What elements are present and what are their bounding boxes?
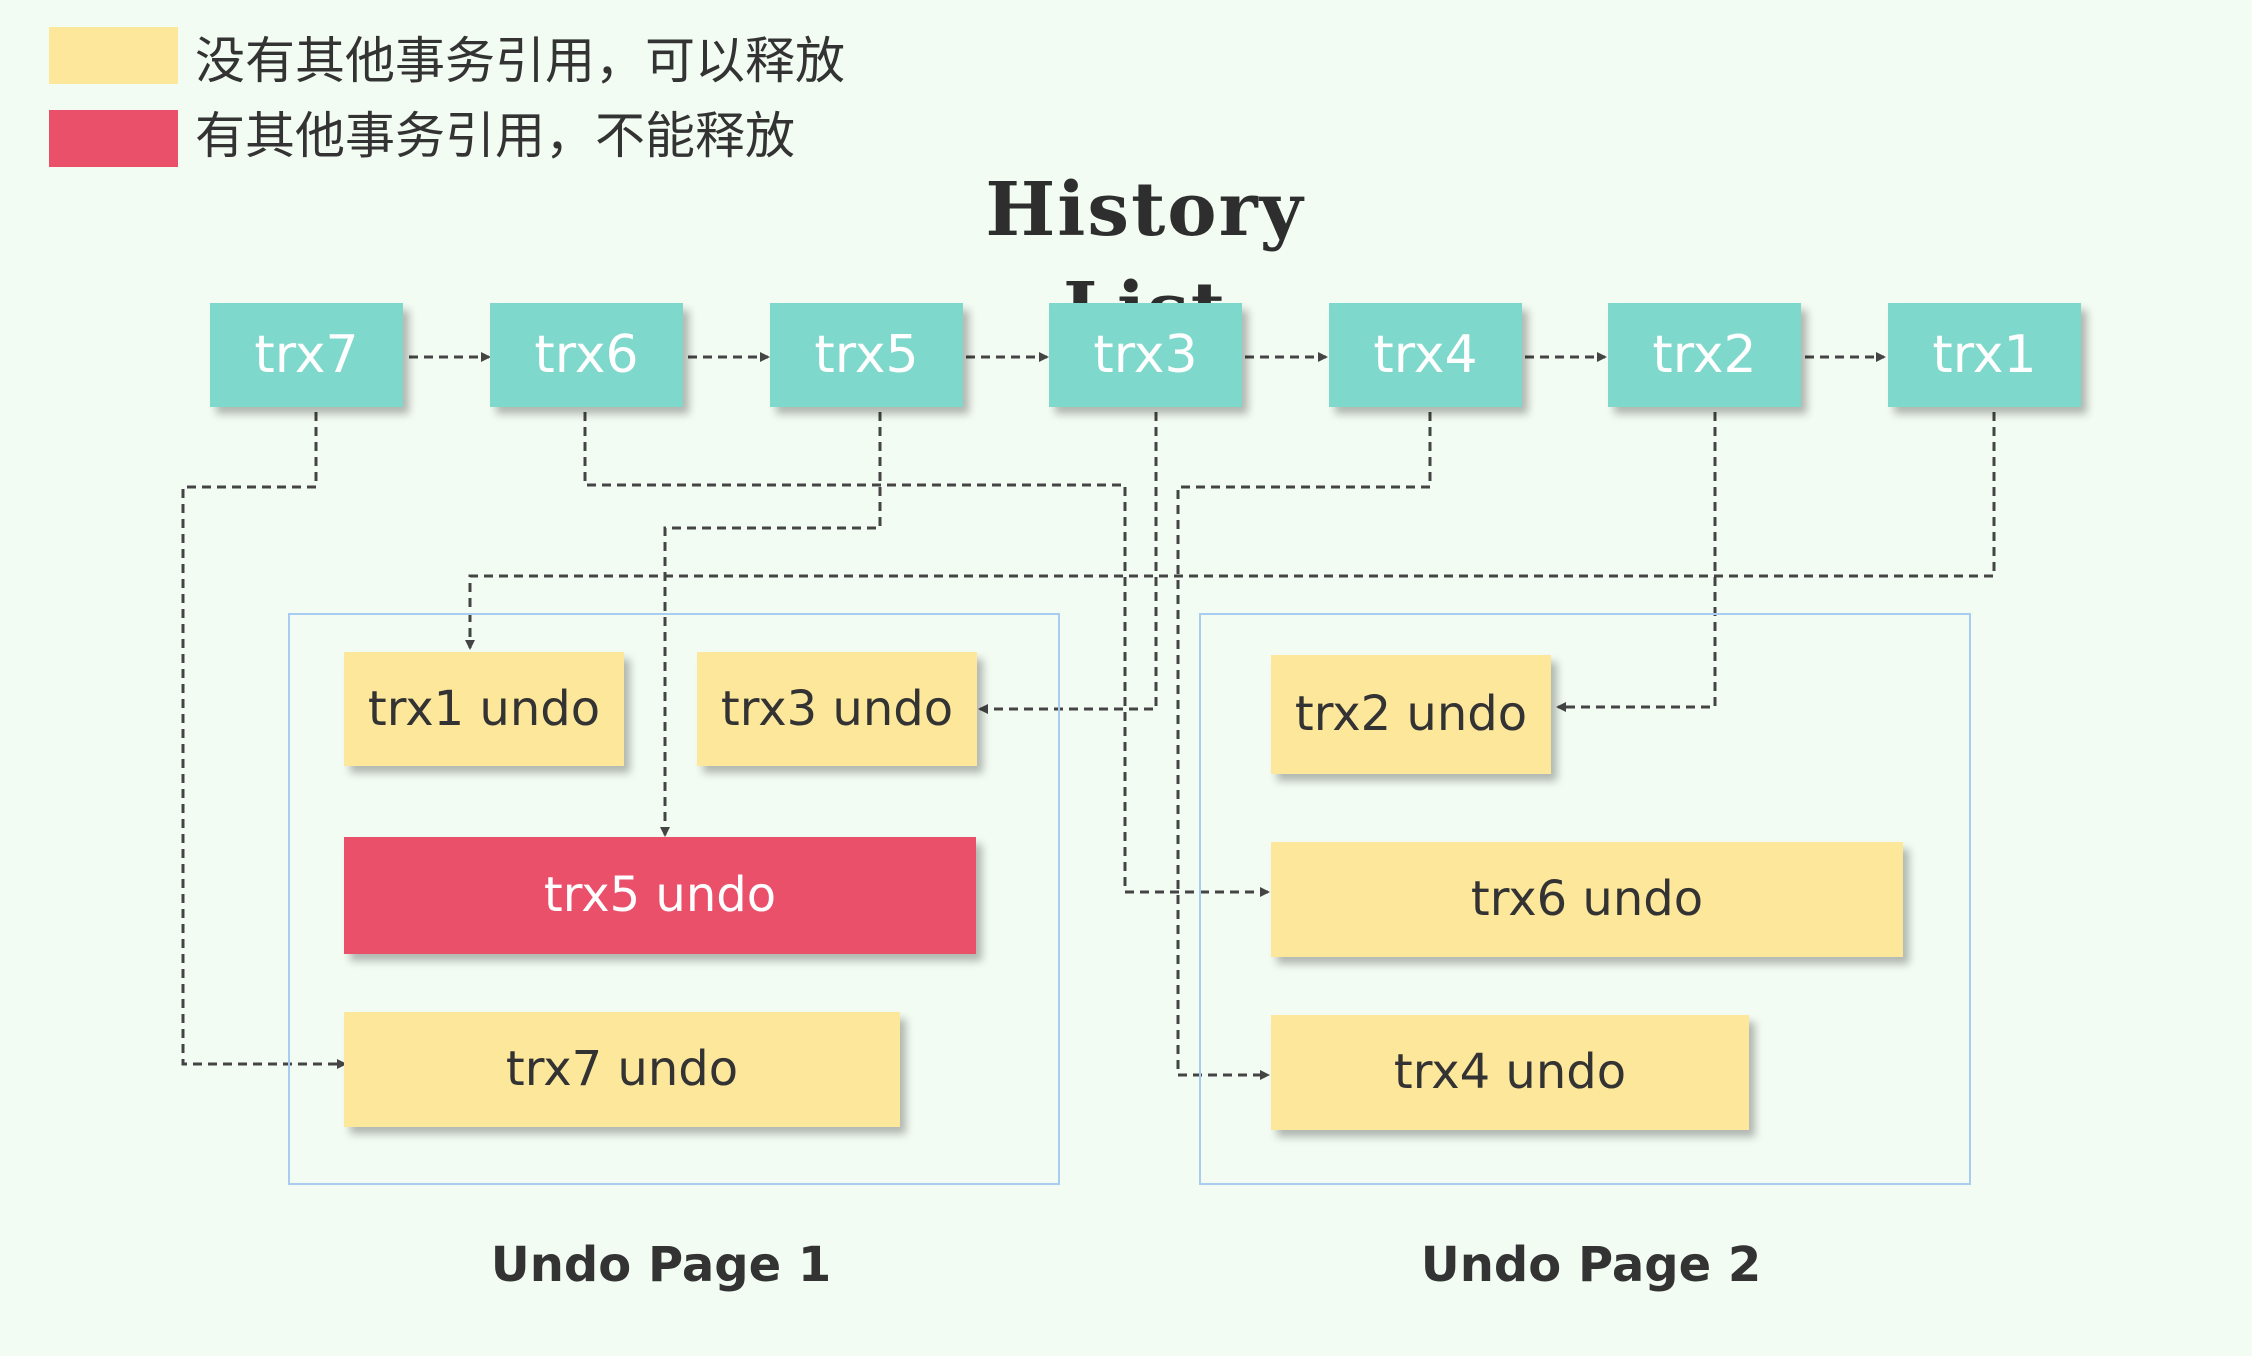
ref-arrow-trx2 bbox=[1556, 412, 1717, 712]
history-node-trx3: trx3 bbox=[1049, 303, 1242, 407]
legend-label-referenced: 有其他事务引用，不能释放 bbox=[195, 107, 795, 165]
diagram-title: History List bbox=[985, 167, 1305, 353]
legend-swatch-referenced bbox=[49, 110, 178, 167]
undo-page-1 bbox=[288, 613, 1060, 1185]
undo-record-trx2: trx2 undo bbox=[1271, 655, 1551, 774]
undo-page-1-label: Undo Page 1 bbox=[490, 1237, 832, 1293]
history-node-trx1: trx1 bbox=[1888, 303, 2081, 407]
undo-record-trx4: trx4 undo bbox=[1271, 1015, 1749, 1130]
undo-page-2 bbox=[1199, 613, 1971, 1185]
undo-record-trx7: trx7 undo bbox=[344, 1012, 900, 1127]
ref-arrow-trx1 bbox=[465, 412, 1996, 650]
legend-label-releasable: 没有其他事务引用，可以释放 bbox=[195, 32, 845, 90]
ref-arrow-trx6 bbox=[583, 412, 1270, 897]
history-node-trx4: trx4 bbox=[1329, 303, 1522, 407]
history-node-trx2: trx2 bbox=[1608, 303, 1801, 407]
legend-swatch-releasable bbox=[49, 27, 178, 84]
ref-arrow-trx7 bbox=[181, 412, 347, 1069]
history-node-trx7: trx7 bbox=[210, 303, 403, 407]
undo-record-trx3: trx3 undo bbox=[697, 652, 977, 766]
undo-page-2-label: Undo Page 2 bbox=[1420, 1237, 1762, 1293]
history-node-trx5: trx5 bbox=[770, 303, 963, 407]
ref-arrow-trx4 bbox=[1176, 412, 1432, 1080]
undo-record-trx6: trx6 undo bbox=[1271, 842, 1903, 957]
history-node-trx6: trx6 bbox=[490, 303, 683, 407]
undo-record-trx1: trx1 undo bbox=[344, 652, 624, 766]
ref-arrow-trx5 bbox=[660, 412, 882, 837]
undo-record-trx5: trx5 undo bbox=[344, 837, 976, 954]
ref-arrow-trx3 bbox=[978, 412, 1158, 714]
